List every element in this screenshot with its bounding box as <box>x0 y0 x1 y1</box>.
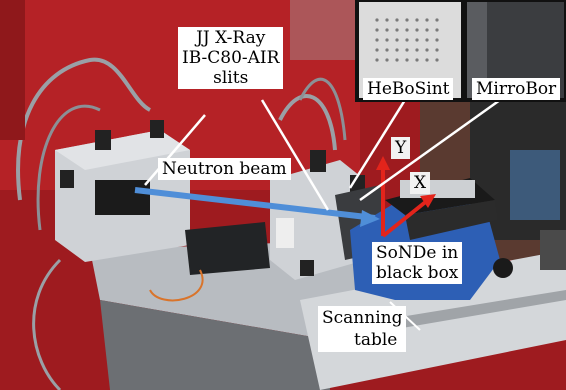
x-axis-arrow <box>381 198 430 238</box>
hebosint-pointer <box>348 99 407 189</box>
neutron-beam-arrow <box>134 187 376 221</box>
x-axis-label: X <box>410 172 431 194</box>
slits-label: JJ X-Ray IB-C80-AIR slits <box>178 27 284 89</box>
second-slit-housing <box>270 160 365 280</box>
neutron-beam-label: Neutron beam <box>158 158 291 180</box>
cable <box>16 57 152 201</box>
hole-pattern <box>375 18 439 62</box>
mirrobor-label: MirroBor <box>472 78 561 100</box>
hebosint-label: HeBoSint <box>363 78 454 100</box>
motor-controller <box>185 222 270 275</box>
scanning-table-label: Scanning table <box>318 306 407 352</box>
slits-pointer <box>144 114 206 186</box>
sonde-label: SoNDe in black box <box>372 242 463 284</box>
y-axis-label: Y <box>391 137 411 159</box>
mirrobor-pointer <box>359 98 501 202</box>
